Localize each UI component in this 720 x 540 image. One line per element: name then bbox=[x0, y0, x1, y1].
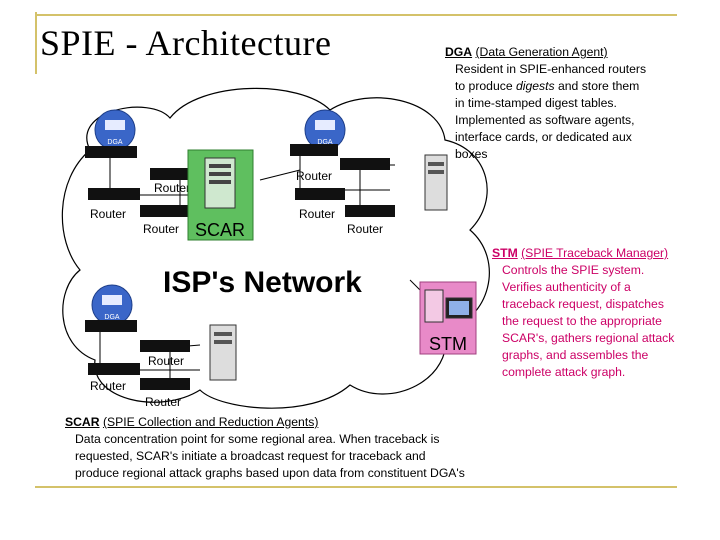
router-label: Router bbox=[90, 207, 126, 221]
router-devices bbox=[85, 144, 395, 390]
scar-box: SCAR bbox=[187, 149, 254, 241]
dga-description: DGA (Data Generation Agent) Resident in … bbox=[445, 44, 646, 163]
router-device bbox=[340, 158, 390, 170]
dga-badge-3: DGA bbox=[91, 284, 133, 326]
stm-line: complete attack graph. bbox=[502, 365, 626, 379]
bottom-rule bbox=[35, 486, 677, 488]
router-label: Router bbox=[299, 207, 335, 221]
stm-line: SCAR's, gathers regional attack bbox=[502, 331, 675, 345]
scar-body: Data concentration point for some region… bbox=[65, 431, 465, 482]
router-device bbox=[290, 144, 338, 156]
scar-box-label: SCAR bbox=[195, 220, 245, 240]
dga-full-name: (Data Generation Agent) bbox=[475, 45, 608, 59]
slide-title: SPIE - Architecture bbox=[40, 23, 332, 63]
dga-line: to produce digests and store them bbox=[455, 79, 640, 93]
dga-abbr: DGA bbox=[445, 45, 473, 59]
stm-line: Verifies authenticity of a bbox=[502, 280, 631, 294]
router-label: Router bbox=[296, 169, 332, 183]
stm-description: STM (SPIE Traceback Manager) Controls th… bbox=[492, 245, 674, 381]
scar-line: requested, SCAR's initiate a broadcast r… bbox=[75, 449, 426, 463]
router-device bbox=[88, 363, 140, 375]
scar-abbr: SCAR bbox=[65, 415, 100, 429]
stm-line: Controls the SPIE system. bbox=[502, 263, 645, 277]
scar-description: SCAR (SPIE Collection and Reduction Agen… bbox=[65, 414, 465, 482]
router-label: Router bbox=[90, 379, 126, 393]
stm-full-name: (SPIE Traceback Manager) bbox=[521, 246, 669, 260]
router-label: Router bbox=[347, 222, 383, 236]
stm-abbr: STM bbox=[492, 246, 518, 260]
dga-line: Implemented as software agents, bbox=[455, 113, 635, 127]
stm-line: graphs, and assembles the bbox=[502, 348, 649, 362]
stm-box: STM bbox=[419, 281, 477, 355]
router-device bbox=[140, 378, 190, 390]
scar-line: Data concentration point for some region… bbox=[75, 432, 440, 446]
router-device bbox=[88, 188, 140, 200]
router-label: Router bbox=[148, 354, 184, 368]
stm-body: Controls the SPIE system. Verifies authe… bbox=[492, 262, 674, 381]
router-device bbox=[345, 205, 395, 217]
dga-badge-label: DGA bbox=[104, 314, 120, 321]
dga-body: Resident in SPIE-enhanced routers to pro… bbox=[445, 61, 646, 163]
dga-line: boxes bbox=[455, 147, 488, 161]
stm-line: the request to the appropriate bbox=[502, 314, 662, 328]
dga-line: in time-stamped digest tables. bbox=[455, 96, 617, 110]
router-device bbox=[85, 320, 137, 332]
stm-box-label: STM bbox=[429, 334, 467, 354]
scar-line: produce regional attack graphs based upo… bbox=[75, 466, 465, 480]
router-device bbox=[85, 146, 137, 158]
router-device bbox=[150, 168, 198, 180]
router-label: Router bbox=[145, 395, 181, 409]
top-rule bbox=[35, 14, 677, 16]
title-rule bbox=[35, 12, 37, 74]
dga-line: interface cards, or dedicated aux bbox=[455, 130, 632, 144]
dga-line: Resident in SPIE-enhanced routers bbox=[455, 62, 647, 76]
router-device bbox=[140, 205, 190, 217]
router-label: Router bbox=[154, 181, 190, 195]
router-device bbox=[295, 188, 345, 200]
router-label: Router bbox=[143, 222, 179, 236]
stm-line: traceback request, dispatches bbox=[502, 297, 664, 311]
dga-badge-label: DGA bbox=[107, 139, 123, 146]
isp-network-label: ISP's Network bbox=[163, 266, 362, 299]
dga-badge-2: DGA bbox=[304, 109, 346, 151]
scar-full-name: (SPIE Collection and Reduction Agents) bbox=[102, 415, 319, 429]
dga-badge-1: DGA bbox=[94, 109, 136, 151]
dga-badge-label: DGA bbox=[317, 139, 333, 146]
router-device bbox=[140, 340, 190, 352]
